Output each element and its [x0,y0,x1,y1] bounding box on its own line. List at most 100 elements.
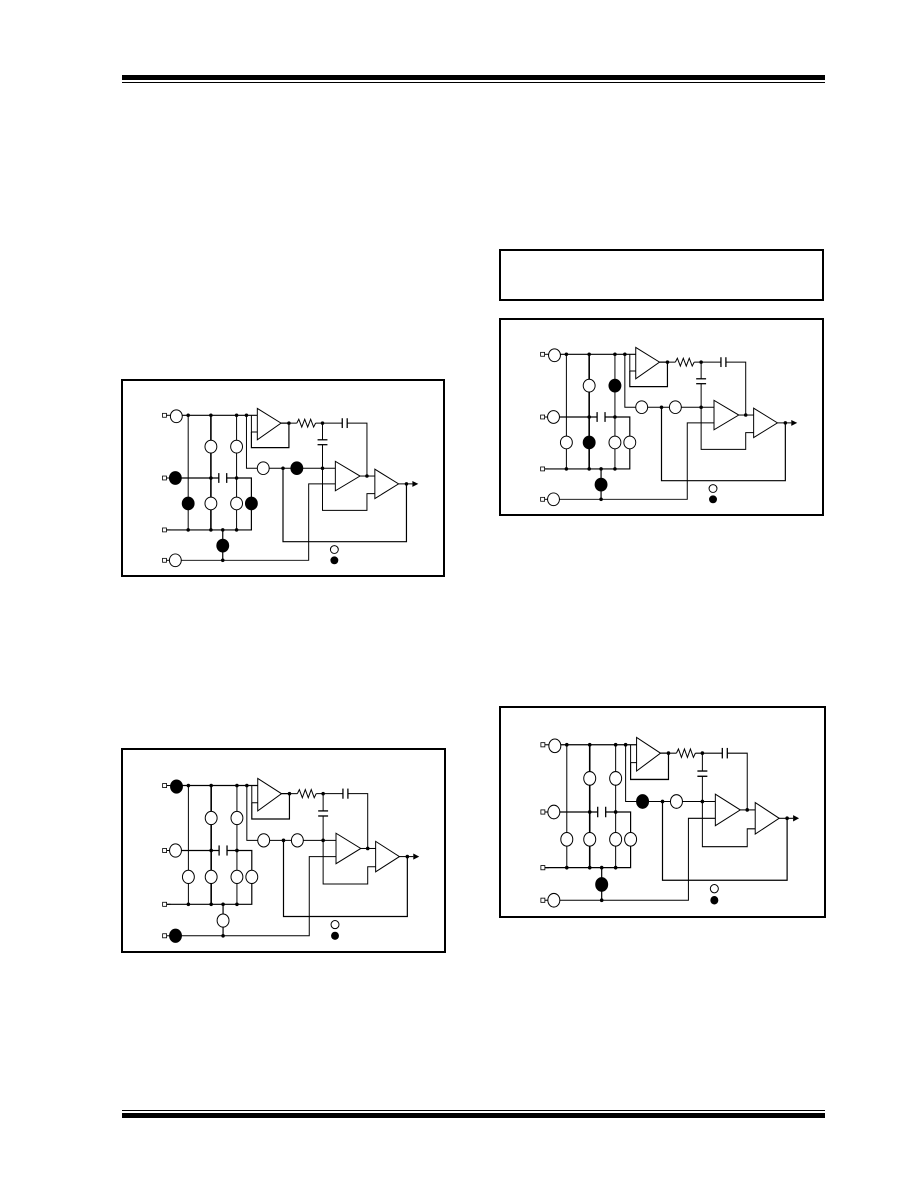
junction-dot [613,810,618,814]
legend-open-switch-icon [708,484,718,493]
junction-dot [564,352,569,357]
junction-dot [321,791,325,796]
open-switch-icon [608,435,622,450]
junction-dot [221,902,225,907]
open-switch-icon [204,496,218,511]
output-amplifier [374,468,400,500]
open-switch-icon [669,794,683,809]
closed-switch-icon [595,877,609,892]
wire [725,361,747,416]
open-switch-icon [245,869,259,884]
header-rule-thick [122,75,825,80]
resistor [296,417,317,429]
open-switch-icon [548,738,562,754]
junction-dot [623,352,627,357]
circuit-schematic [540,346,798,507]
bottom-bus [164,509,252,531]
open-switch-icon [559,435,573,450]
note-box [499,249,824,301]
junction-dot [365,846,370,851]
legend-open-switch-icon [330,920,340,930]
resistor [676,747,696,759]
open-switch-icon [216,913,230,928]
junction-dot [234,528,239,532]
junction-dot [209,902,213,907]
open-switch-icon [169,409,183,424]
wire [347,793,369,849]
open-switch-icon [257,833,271,848]
header-rule-thin [122,82,825,83]
input-terminal [162,848,167,853]
closed-switch-icon [608,378,622,393]
input-terminal [162,527,167,533]
junction-dot [665,360,670,364]
junction-dot [565,742,569,747]
legend-open-switch-icon [329,545,339,554]
legend-open-switch-icon [709,883,719,894]
input-terminal [540,414,545,420]
junction-dot [281,466,285,470]
closed-switch-icon [594,477,608,492]
junction-dot [699,360,703,364]
junction-dot [186,902,191,907]
open-switch-icon [181,869,195,884]
junction-dot [244,413,249,418]
input-terminal [162,557,167,563]
junction-dot [320,466,325,470]
output-feedback [282,468,408,543]
junction-dot [699,405,703,409]
open-switch-icon [204,810,218,826]
closed-switch-icon [169,928,182,943]
input-terminal [162,901,167,907]
junction-dot [599,865,604,870]
open-switch-icon [635,400,649,415]
input-terminal [162,412,167,418]
junction-dot [235,848,239,853]
open-switch-icon [168,553,182,568]
buffer-feedback [630,752,670,781]
integrator-amplifier [335,832,362,865]
open-switch-icon [668,400,682,415]
open-switch-icon [623,435,637,450]
junction-dot [613,467,617,471]
input-wire [181,856,337,937]
open-switch-icon [230,869,244,884]
input-wire [559,422,715,500]
legend-closed-switch-icon [709,495,717,504]
junction-dot [599,898,604,903]
junction-dot [365,474,369,478]
open-switch-icon [609,771,623,786]
output-amplifier [375,840,401,873]
buffer-amplifier [635,346,661,380]
junction-dot [785,816,789,821]
junction-dot [613,742,618,747]
input-terminal [540,897,546,903]
junction-dot [234,476,239,480]
junction-dot [599,467,603,471]
footer-rule-thick [122,1113,825,1118]
junction-dot [659,405,664,409]
input-terminal [162,475,167,481]
wire [347,422,368,477]
open-switch-icon [609,831,623,847]
junction-dot [245,783,249,788]
buffer-feedback [251,793,291,820]
open-switch-icon [624,831,638,847]
integrator-amplifier [334,460,361,492]
input-terminal [540,809,546,815]
junction-dot [743,413,748,417]
wire [727,752,748,810]
junction-dot [613,352,617,357]
open-switch-icon [548,348,561,363]
junction-dot [209,528,213,532]
circuit-diagram-right-bottom [499,706,826,918]
output-amplifier [754,801,781,836]
junction-dot [287,791,292,796]
junction-dot [320,421,325,425]
closed-switch-icon [170,779,183,794]
mid-bus-right [227,849,253,871]
buffer-feedback [629,361,669,388]
output-arrow-icon [793,815,800,822]
legend-closed-switch-icon [710,896,719,905]
input-terminal [162,933,167,939]
